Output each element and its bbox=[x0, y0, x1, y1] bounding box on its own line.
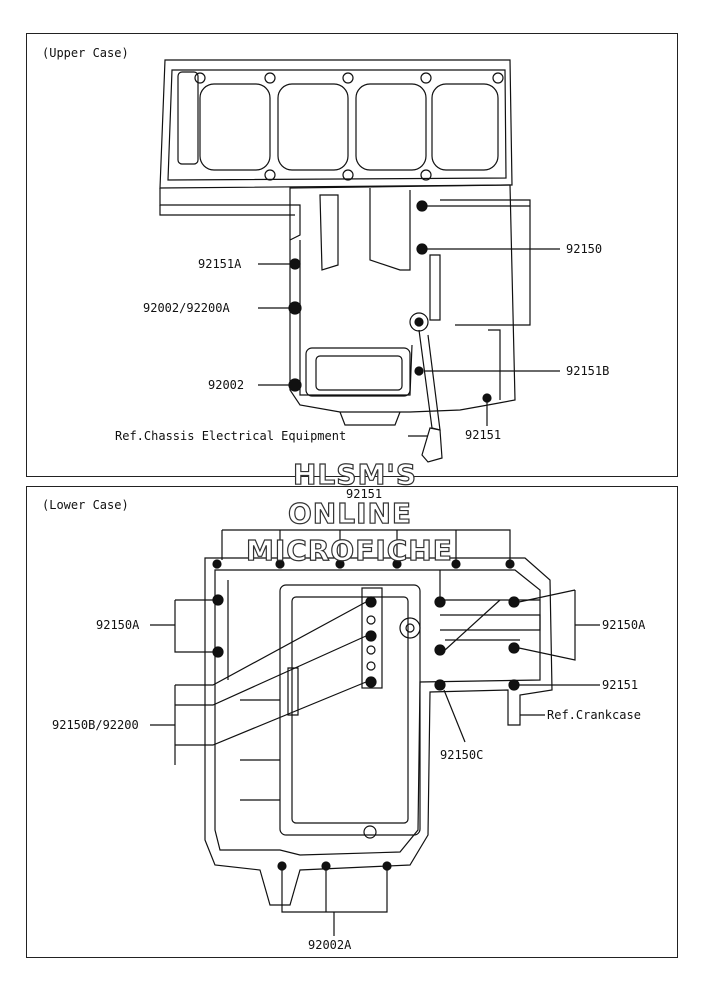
callout-92151-upper: 92151 bbox=[465, 428, 502, 442]
callout-92151A: 92151A bbox=[198, 257, 242, 271]
watermark-line-2: ONLINE bbox=[287, 496, 413, 530]
callout-92150A-right: 92150A bbox=[602, 618, 646, 632]
lower-case-label: (Lower Case) bbox=[42, 498, 129, 512]
callout-92150A-left: 92150A bbox=[96, 618, 140, 632]
lower-case-panel bbox=[26, 486, 678, 958]
callout-92151B: 92151B bbox=[566, 364, 610, 378]
watermark-line-3: MICROFICHE bbox=[245, 533, 453, 567]
upper-case-label: (Upper Case) bbox=[42, 46, 129, 60]
upper-case-drawing bbox=[159, 59, 560, 463]
watermark-line-1: HLSM'S bbox=[292, 457, 418, 491]
callout-92151-lower-right: 92151 bbox=[602, 678, 639, 692]
callout-92002: 92002 bbox=[208, 378, 245, 392]
callout-92150B-92200: 92150B/92200 bbox=[52, 718, 139, 732]
callout-92002A: 92002A bbox=[308, 938, 352, 952]
callout-92151-lower-top: 92151 bbox=[346, 487, 383, 501]
lower-case-drawing bbox=[150, 529, 600, 936]
callout-92150: 92150 bbox=[566, 242, 603, 256]
callout-92150C: 92150C bbox=[440, 748, 484, 762]
callout-ref-crankcase: Ref.Crankcase bbox=[547, 708, 641, 722]
callout-ref-chassis-electrical: Ref.Chassis Electrical Equipment bbox=[115, 429, 347, 443]
upper-case-panel bbox=[26, 33, 678, 477]
callout-92002-92200A: 92002/92200A bbox=[143, 301, 230, 315]
